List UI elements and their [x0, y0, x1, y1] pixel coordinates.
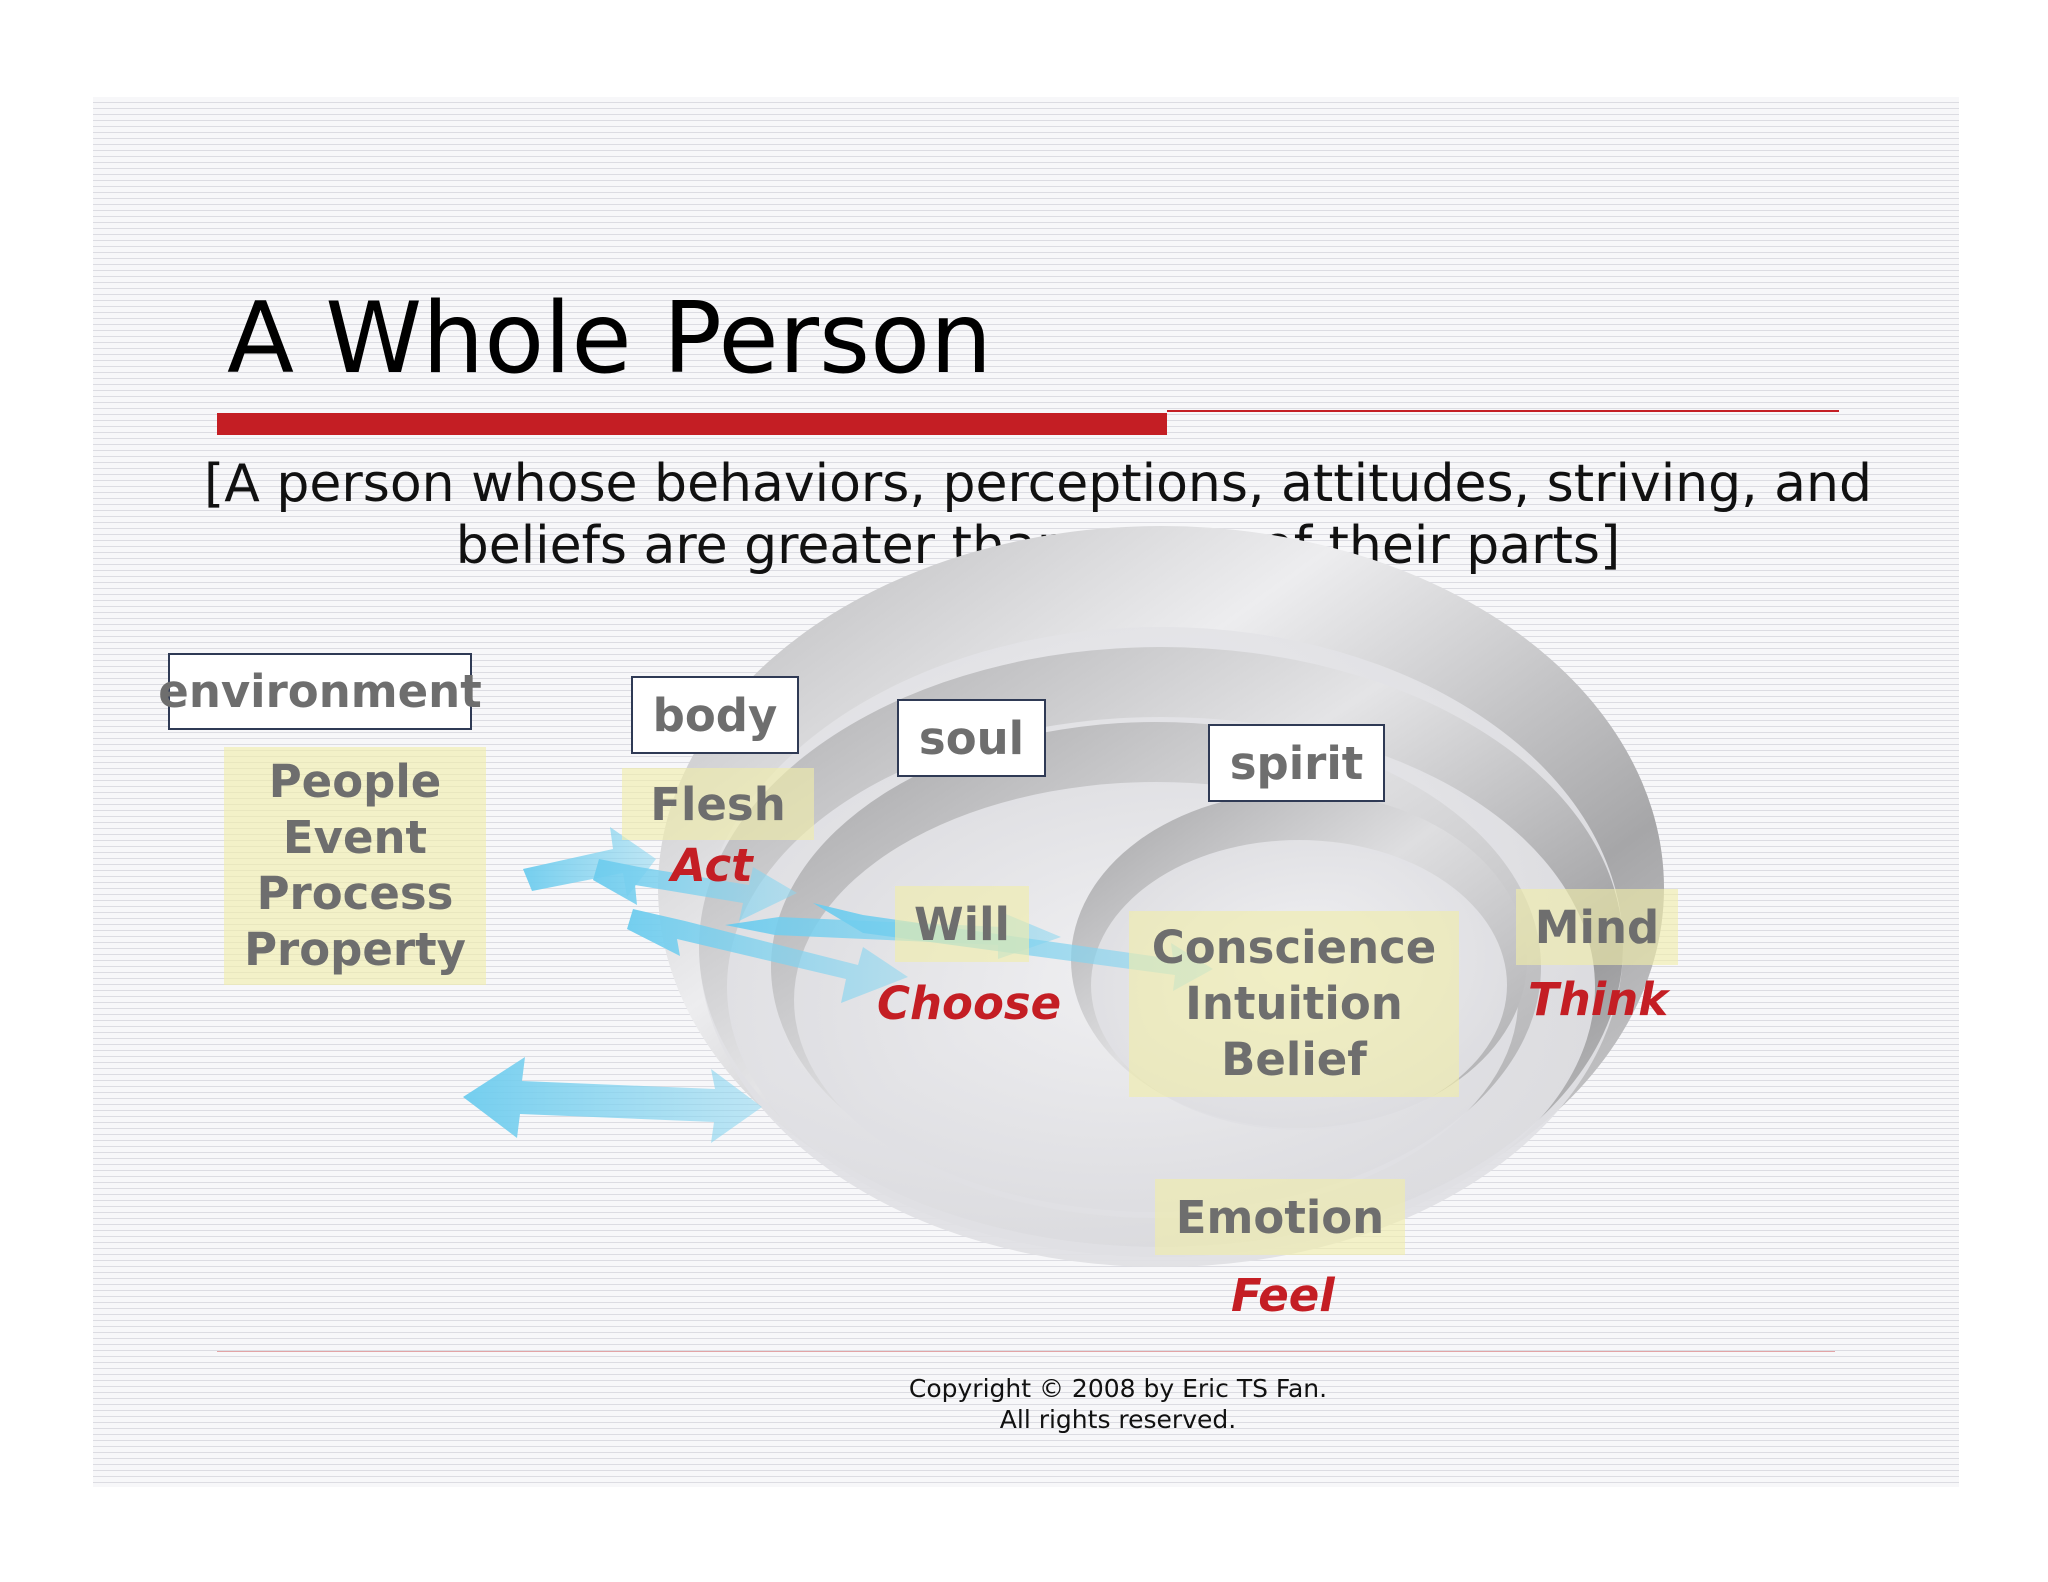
- will-item: Will: [895, 886, 1029, 962]
- arrow-shape: [523, 827, 656, 897]
- title-underline-rule: [1167, 410, 1839, 412]
- emotion-text: Emotion: [1175, 1190, 1385, 1244]
- arrow-shape: [463, 1057, 762, 1143]
- mind-text: Mind: [1534, 900, 1660, 954]
- flesh-text: Flesh: [650, 777, 786, 831]
- soul-label: soul: [897, 699, 1046, 777]
- copyright-line-1: Copyright © 2008 by Eric TS Fan.: [908, 1374, 1328, 1403]
- slide: A Whole Person [A person whose behaviors…: [93, 97, 1959, 1487]
- choose-verb: Choose: [877, 977, 1062, 1030]
- environment-label: environment: [158, 653, 482, 730]
- copyright-line-2: All rights reserved.: [999, 1405, 1237, 1434]
- footer-rule: [217, 1351, 1835, 1352]
- slide-title: A Whole Person: [227, 282, 993, 396]
- act-verb: Act: [671, 839, 753, 892]
- environment-item: People: [268, 755, 442, 808]
- feel-verb: Feel: [1231, 1269, 1335, 1322]
- copyright-notice: Copyright © 2008 by Eric TS Fan. All rig…: [793, 1373, 1443, 1435]
- spirit-item: Conscience: [1151, 921, 1437, 974]
- will-text: Will: [914, 897, 1010, 951]
- arrow-shape: [627, 909, 908, 1003]
- emotion-item: Emotion: [1155, 1179, 1405, 1255]
- environment-items: People Event Process Property: [224, 747, 486, 985]
- think-verb: Think: [1528, 973, 1669, 1026]
- flesh-item: Flesh: [622, 768, 814, 840]
- mind-item: Mind: [1516, 889, 1678, 965]
- subtitle-line-1: [A person whose behaviors, perceptions, …: [203, 454, 1872, 514]
- environment-item: Event: [282, 811, 428, 864]
- arrow-shape: [593, 859, 797, 921]
- spirit-label: spirit: [1208, 724, 1385, 802]
- spirit-item: Belief: [1221, 1033, 1367, 1086]
- title-underline-bar: [217, 413, 1167, 435]
- environment-item: Process: [256, 867, 454, 920]
- environment-item: Property: [244, 923, 466, 976]
- body-label: body: [631, 676, 799, 754]
- spirit-item: Intuition: [1185, 977, 1403, 1030]
- spirit-items: Conscience Intuition Belief: [1129, 911, 1459, 1097]
